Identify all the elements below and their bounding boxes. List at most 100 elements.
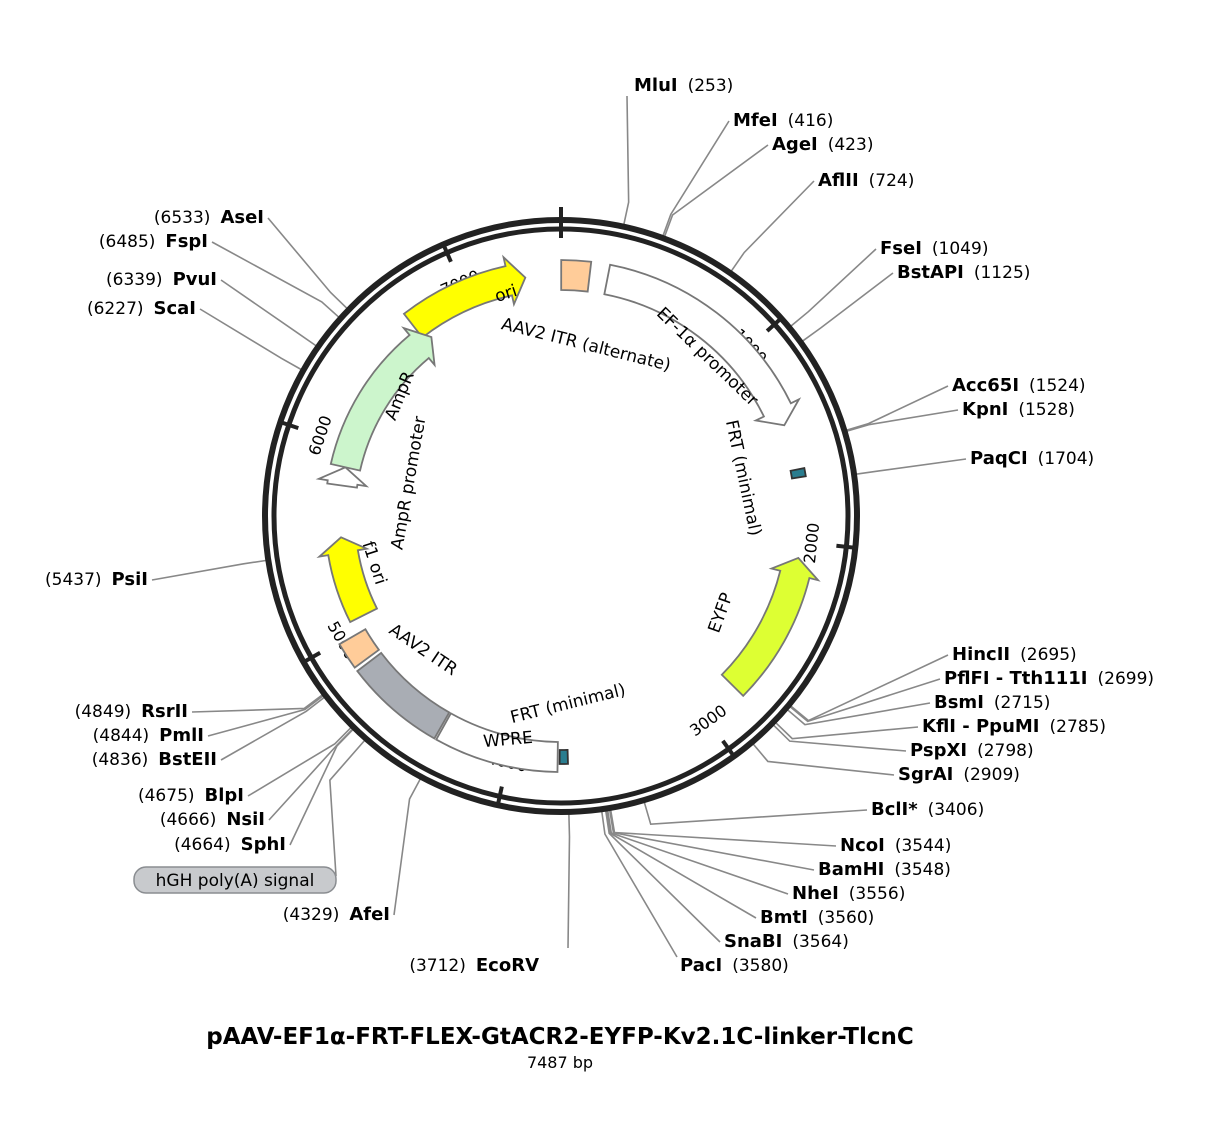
enzyme-site-bcli: BclI*(3406) [871, 799, 984, 820]
enzyme-leader [220, 279, 318, 348]
enzyme-position: (4329) [283, 905, 340, 925]
enzyme-position: (2798) [977, 741, 1034, 761]
enzyme-leader [606, 809, 789, 895]
tick-mark [721, 739, 735, 757]
feature-f1-ori [316, 536, 379, 624]
feature-label: FRT (minimal) [721, 418, 765, 537]
enzyme-name: BstAPI [897, 262, 964, 283]
enzyme-site-mlui: MluI(253) [634, 75, 733, 96]
enzyme-position: (4675) [138, 786, 195, 806]
enzyme-position: (1704) [1038, 449, 1095, 469]
hgh-polya-callout-label: hGH poly(A) signal [156, 871, 315, 891]
enzyme-site-fspi: FspI (6485) [99, 231, 208, 252]
enzyme-site-ecorv: EcoRV (3712) [409, 955, 539, 976]
enzyme-leader-lines [151, 95, 967, 958]
enzyme-leader [788, 678, 941, 723]
enzyme-site-snabi: SnaBI(3564) [724, 931, 849, 952]
enzyme-name: PsiI [112, 569, 148, 590]
enzyme-site-agei: AgeI(423) [772, 134, 873, 155]
enzyme-position: (6339) [106, 270, 163, 290]
enzyme-site-blpi: BlpI(4675) [138, 785, 244, 806]
enzyme-name: BsmI [934, 692, 984, 713]
enzyme-position: (1528) [1018, 400, 1075, 420]
enzyme-leader [151, 559, 268, 581]
enzyme-name: RsrII [141, 701, 188, 722]
tick-mark [496, 786, 504, 805]
feature-aav2-itr [338, 627, 381, 669]
enzyme-leader [604, 809, 721, 943]
enzyme-position: (3548) [894, 860, 951, 880]
enzyme-position: (5437) [45, 570, 102, 590]
feature-frt-minimal [789, 467, 807, 480]
feature-label: AmpR promoter [387, 415, 430, 552]
plasmid-size: 7487 bp [527, 1053, 593, 1072]
enzyme-leader [211, 241, 341, 319]
enzyme-name: SphI [241, 834, 286, 855]
enzyme-position: (1125) [974, 263, 1031, 283]
enzyme-position: (2909) [963, 765, 1020, 785]
enzyme-leader [854, 458, 967, 476]
feature-ori [402, 254, 527, 339]
enzyme-site-bsteii: BstEII (4836) [92, 749, 217, 770]
enzyme-site-kpni: KpnI(1528) [962, 399, 1075, 420]
enzyme-site-asei: AseI(6533) [154, 207, 264, 228]
enzyme-leader [789, 248, 877, 328]
feature-label: EYFP [705, 590, 738, 636]
feature-frt-minimal [558, 748, 569, 765]
tick-mark [441, 244, 453, 263]
feature-ef-1-promoter [603, 263, 802, 427]
plasmid-backbone [262, 217, 860, 815]
enzyme-site-psii: PsiI (5437) [45, 569, 148, 590]
enzyme-leader [605, 809, 757, 919]
enzyme-site-scai: ScaI(6227) [87, 298, 196, 319]
enzyme-name: PvuI [173, 269, 217, 290]
enzyme-site-nhei: NheI(3556) [792, 883, 905, 904]
enzyme-leader [786, 702, 931, 726]
enzyme-name: EcoRV [476, 955, 539, 976]
enzyme-site-rsrii: RsrII(4849) [75, 701, 188, 722]
enzyme-position: (6533) [154, 208, 211, 228]
enzyme-site-paci: PacI(3580) [680, 955, 789, 976]
feature-wpre [435, 712, 559, 773]
feature-eyfp [720, 556, 821, 698]
enzyme-site-acc65i: Acc65I(1524) [952, 375, 1086, 396]
enzyme-leader [845, 385, 949, 432]
enzyme-leader [801, 272, 894, 343]
enzyme-leader [567, 812, 571, 949]
enzyme-site-fsei: FseI(1049) [880, 238, 988, 259]
enzyme-name: BmtI [760, 907, 808, 928]
hgh-polya-callout: hGH poly(A) signal [133, 866, 337, 894]
enzyme-position: (3712) [409, 956, 466, 976]
enzyme-leader [267, 217, 349, 310]
enzyme-leader [247, 726, 353, 797]
enzyme-leader [393, 777, 422, 916]
enzyme-position: (2785) [1050, 717, 1107, 737]
enzyme-position: (4836) [92, 750, 149, 770]
enzyme-position: (6485) [99, 232, 156, 252]
plasmid-title: pAAV-EF1α-FRT-FLEX-GtACR2-EYFP-Kv2.1C-li… [206, 1024, 913, 1050]
enzyme-name: Acc65I [952, 375, 1019, 396]
enzyme-name: PflFI - Tth111I [944, 668, 1088, 689]
enzyme-name: SgrAI [898, 764, 953, 785]
enzyme-position: (416) [788, 111, 834, 131]
enzyme-site-afei: AfeI(4329) [283, 904, 390, 925]
tick-label: 3000 [686, 701, 730, 740]
enzyme-site-ncoi: NcoI(3544) [840, 835, 951, 856]
enzyme-site-bamhi: BamHI(3548) [818, 859, 951, 880]
enzyme-position: (3556) [849, 884, 906, 904]
feature-label: AAV2 ITR (alternate) [499, 314, 672, 375]
enzyme-position: (3560) [818, 908, 875, 928]
enzyme-position: (4666) [160, 810, 217, 830]
enzyme-name: ScaI [154, 298, 196, 319]
enzyme-position: (4844) [93, 726, 150, 746]
enzyme-name: FspI [165, 231, 208, 252]
enzyme-position: (423) [828, 135, 874, 155]
tick-label: 2000 [800, 522, 823, 565]
enzyme-site-pvui: PvuI (6339) [106, 269, 217, 290]
enzyme-name: BstEII [158, 749, 217, 770]
enzyme-leader [608, 808, 815, 871]
enzyme-site-hincii: HincII(2695) [952, 644, 1077, 665]
enzyme-leader [643, 800, 868, 826]
enzyme-name: AflII [818, 170, 859, 191]
enzyme-site-bsmi: BsmI(2715) [934, 692, 1050, 713]
